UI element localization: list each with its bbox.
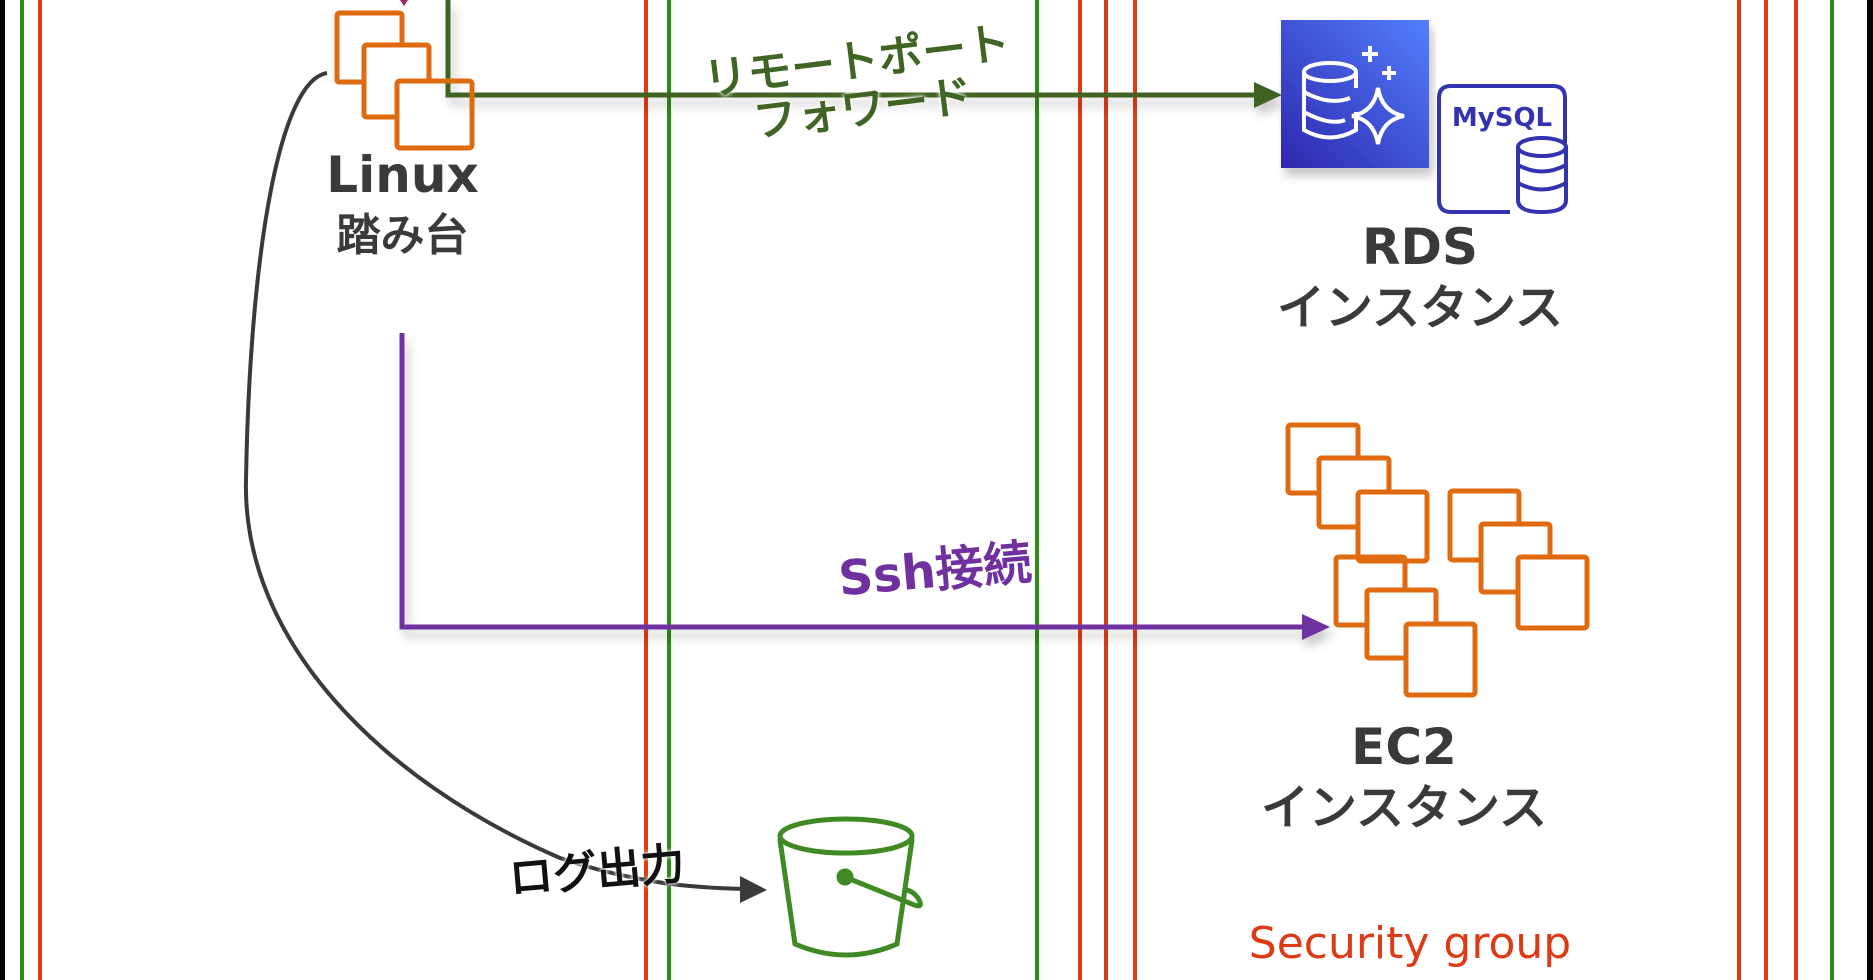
ec2-instances-icon[interactable] bbox=[1285, 422, 1590, 698]
remote-port-forward-line bbox=[445, 0, 1256, 98]
security-group-label: Security group bbox=[1248, 918, 1572, 969]
ec2-instance-label: EC2 インスタンス bbox=[1254, 722, 1554, 832]
ssh-line bbox=[399, 333, 1305, 630]
instance-square bbox=[394, 78, 475, 151]
remote-port-forward-arrowhead bbox=[1254, 82, 1282, 108]
database-glyph bbox=[1302, 46, 1405, 145]
linux-bastion-label-line2: 踏み台 bbox=[336, 210, 469, 261]
rds-instance-label: RDS インスタンス bbox=[1270, 222, 1570, 332]
remote-port-forward-arrow[interactable] bbox=[445, 0, 1282, 108]
ec2-instance-group bbox=[1447, 488, 1590, 631]
instance-square bbox=[361, 42, 432, 120]
log-output-arrow[interactable] bbox=[243, 71, 767, 903]
ec2-instance-group bbox=[1285, 422, 1430, 564]
log-output-arrowhead bbox=[740, 876, 767, 903]
linux-bastion-label-line1: Linux bbox=[326, 146, 479, 204]
linux-bastion-icon[interactable] bbox=[334, 10, 475, 151]
ssh-arrowhead bbox=[1302, 614, 1330, 640]
ec2-instance-group bbox=[1333, 554, 1478, 698]
ec2-instance-label-line2: インスタンス bbox=[1260, 780, 1548, 836]
incoming-arrow-tip bbox=[400, 0, 408, 6]
rds-instance-label-line2: インスタンス bbox=[1276, 280, 1564, 336]
right-border bbox=[1867, 0, 1873, 980]
sparkle-icon bbox=[1351, 87, 1405, 145]
left-border bbox=[0, 0, 5, 980]
ec2-instance-label-line1: EC2 bbox=[1351, 718, 1457, 776]
s3-bucket-icon[interactable] bbox=[777, 816, 923, 958]
linux-bastion-label: Linux 踏み台 bbox=[300, 150, 505, 258]
mysql-icon: MySQL bbox=[1437, 84, 1568, 215]
log-output-line bbox=[243, 71, 746, 891]
rds-instance-label-line1: RDS bbox=[1361, 218, 1478, 276]
ssh-arrow[interactable] bbox=[399, 333, 1330, 640]
boundary-lines bbox=[20, 0, 1834, 980]
rds-icon[interactable] bbox=[1281, 20, 1429, 168]
instance-square bbox=[334, 10, 405, 85]
mysql-badge-text: MySQL bbox=[1452, 103, 1552, 133]
